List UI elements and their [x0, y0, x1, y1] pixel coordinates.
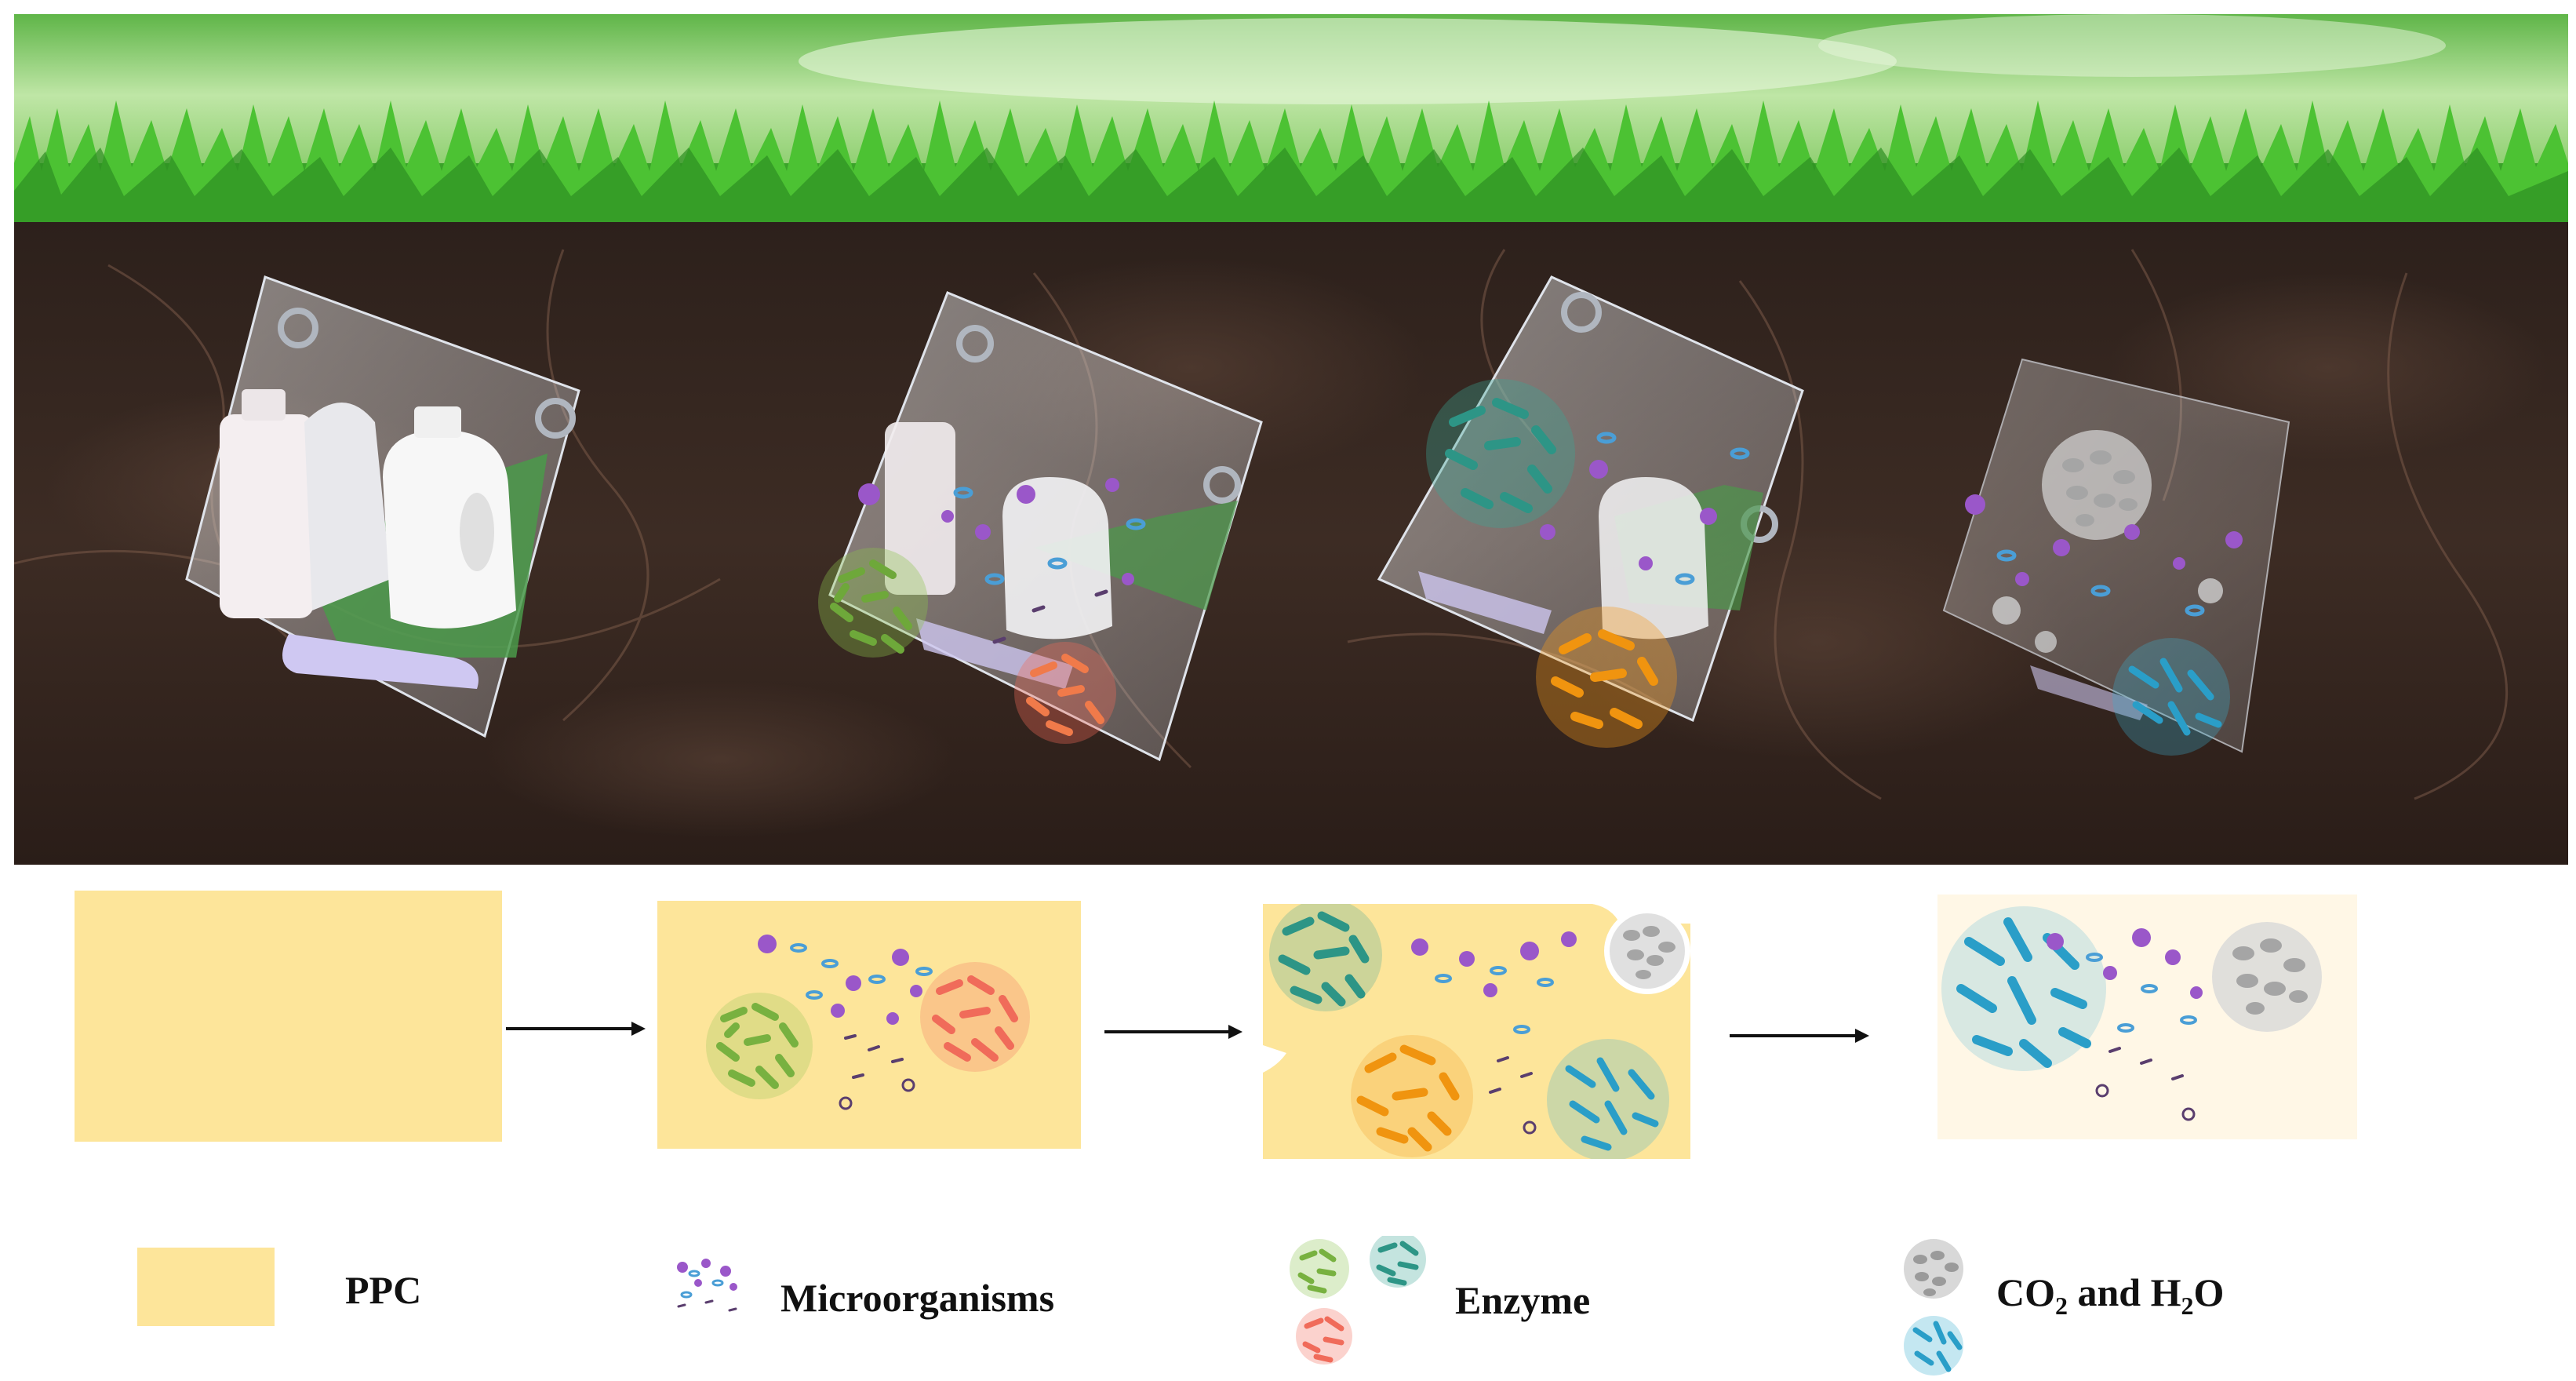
enzyme-cluster-icon [920, 962, 1030, 1072]
stage-panel-4 [1937, 895, 2357, 1139]
stage-panel-2 [657, 901, 1081, 1149]
legend-products-co: CO [1996, 1270, 2055, 1314]
microorganism-icon [758, 935, 922, 1025]
microorganism-icon [2047, 928, 2203, 999]
plastic-bag-stage-4 [1942, 358, 2290, 756]
arrow-right-icon [1104, 1025, 1243, 1039]
enzyme-cluster-icon [1290, 1236, 1426, 1365]
enzyme-cluster-icon [1941, 906, 2106, 1071]
arrow-right-icon [506, 1022, 646, 1036]
stage-panel-3 [1263, 904, 1690, 1159]
legend-products-o: O [2193, 1270, 2225, 1314]
legend-products-sub-1: 2 [2055, 1292, 2068, 1320]
enzyme-cluster-icon [2042, 430, 2152, 540]
microorganism-icon [1965, 494, 2243, 586]
microorganism-icon [1540, 460, 1717, 570]
microorganism-icon [858, 478, 1134, 585]
legend-products-label: CO2 and H2O [1996, 1270, 2224, 1321]
arrow-right-icon [1730, 1029, 1869, 1043]
enzyme-cluster-icon [1426, 379, 1575, 528]
enzyme-cluster-icon [706, 993, 813, 1099]
legend-products-and-h: and H [2068, 1270, 2181, 1314]
enzyme-cluster-icon [1547, 1039, 1669, 1159]
soil-scene [14, 14, 2568, 865]
microorganism-icon [1411, 931, 1577, 997]
plastic-bag-icon [1942, 358, 2290, 753]
legend-microorganisms-label: Microorganisms [780, 1276, 1055, 1320]
legend-products-sub-2: 2 [2181, 1292, 2194, 1320]
enzyme-cluster-icon [2112, 638, 2230, 756]
enzyme-cluster-icon [818, 548, 928, 658]
enzyme-cluster-icon [1536, 607, 1677, 748]
bottle-icon [282, 634, 478, 689]
legend-ppc-label: PPC [345, 1268, 422, 1312]
enzyme-cluster-icon [1014, 642, 1116, 744]
plastic-bag-stage-2 [818, 291, 1263, 762]
legend-ppc-swatch [137, 1248, 275, 1326]
enzyme-cluster-icon [2212, 922, 2322, 1032]
plastic-bag-stage-3 [1377, 275, 1804, 748]
bottle-icon [383, 406, 516, 629]
enzyme-cluster-icon [1269, 904, 1382, 1011]
bottle-icon [220, 389, 314, 618]
microorganism-icon [677, 1259, 737, 1312]
legend-enzyme-label: Enzyme [1455, 1278, 1591, 1322]
stage-panel-1 [75, 891, 502, 1142]
product-cluster-icon [1904, 1239, 1963, 1376]
plastic-bag-stage-1 [185, 275, 580, 738]
enzyme-cluster-icon [1351, 1035, 1473, 1157]
enzyme-cluster-icon [1610, 913, 1685, 989]
